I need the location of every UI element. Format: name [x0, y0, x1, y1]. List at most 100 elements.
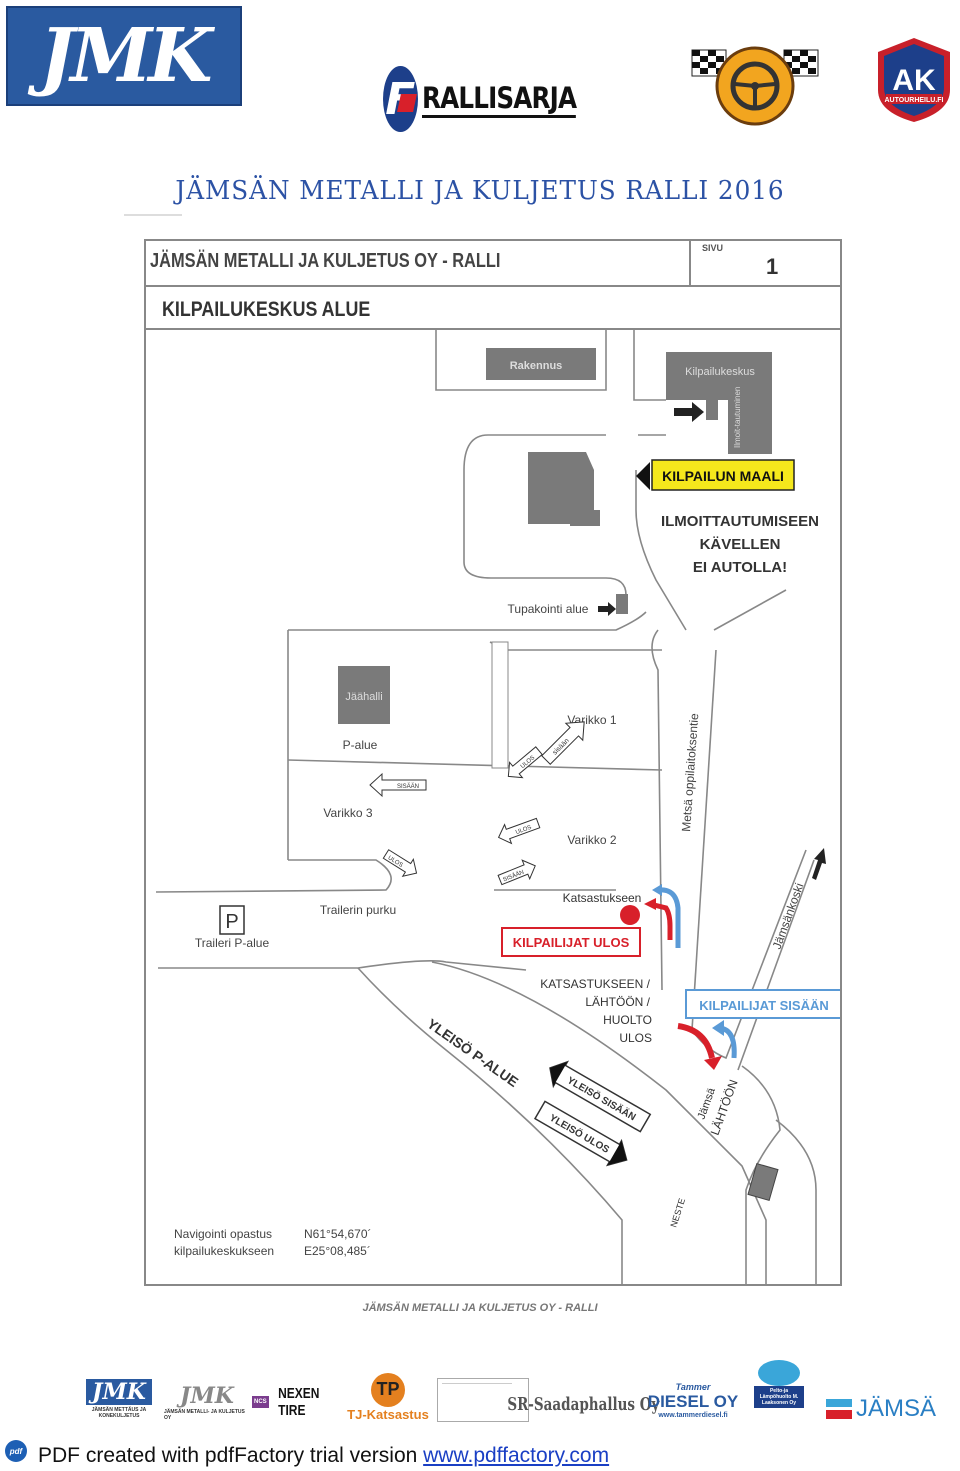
sponsor-diesel-t1: Tammer — [675, 1381, 711, 1392]
sponsor-sr-text: SR-Saadaphallus Oy — [507, 1393, 659, 1415]
maali-sign — [651, 459, 795, 491]
label-walk-1: ILMOITTAUTUMISEEN — [661, 513, 819, 530]
building-center — [528, 452, 600, 526]
building-neste — [747, 1162, 779, 1202]
trailer-road-bottom — [158, 960, 527, 971]
label-rakennus: Rakennus — [510, 360, 563, 372]
label-yleiso-p-alue: YLEISÖ P-ALUE — [424, 1015, 521, 1090]
label-walk-2: KÄVELLEN — [700, 536, 781, 553]
jamsa-flag-icon — [826, 1399, 852, 1419]
label-katsastukseen: Katsastukseen — [563, 891, 642, 905]
map-header-title: JÄMSÄN METALLI JA KULJETUS OY - RALLI — [150, 250, 501, 272]
label-kilpailukeskus: Kilpailukeskus — [685, 366, 755, 378]
label-traileri-p-alue: Traileri P-alue — [195, 936, 270, 950]
jamsankoski-road-right — [737, 859, 815, 1071]
sponsor-placeholder-box — [437, 1378, 529, 1422]
arrow-north-icon — [812, 848, 826, 880]
varikko-divider-building — [491, 641, 509, 769]
tj-katsastus-icon: TP — [371, 1372, 405, 1407]
jmk-logo-text: JMK — [39, 13, 212, 99]
page-label: SIVU — [702, 243, 724, 253]
label-kats-4: ULOS — [619, 1031, 652, 1045]
road-walk-right — [713, 589, 787, 631]
sponsor-jamsa: JÄMSÄ — [826, 1394, 936, 1424]
label-nav-1: Navigointi opastus — [174, 1227, 272, 1241]
sponsor-tj-katsastus: TP TJ-Katsastus — [338, 1372, 438, 1422]
label-neste: NESTE — [668, 1197, 687, 1229]
sponsor-nexen-badge: NCS — [252, 1396, 269, 1408]
jamsankoski-road-left — [691, 849, 807, 1060]
document-title: JÄMSÄN METALLI JA KULJETUS RALLI 2016 — [175, 176, 785, 206]
building-rakennus — [486, 348, 596, 380]
area-divider — [287, 759, 663, 771]
label-road-metsa: Metsä oppilaitoksentie — [679, 712, 701, 832]
label-varikko-2: Varikko 2 — [567, 833, 616, 847]
road-top-left — [435, 330, 607, 391]
arrow-sisaan-varikko3: SISÄÄN — [369, 772, 427, 798]
road-top-mid — [633, 330, 666, 401]
label-ilmoittautuminen: Ilmoit-tautuminen — [733, 387, 742, 448]
sponsor-jmk2-caption: JÄMSÄN METALLI- JA KULJETUS OY — [164, 1409, 245, 1421]
parking-sign — [219, 905, 245, 935]
pdf-note-text: PDF created with pdfFactory trial versio… — [38, 1444, 424, 1467]
sponsor-tammer-diesel: Tammer DIESEL OY www.tammerdiesel.fi — [638, 1380, 748, 1420]
map-header-divider — [689, 241, 691, 285]
kilpailijat-ulos-sign — [501, 927, 641, 957]
jamsan-ajat-logo — [691, 46, 819, 126]
label-coord-e: E25°08,485´ — [304, 1244, 371, 1258]
label-kats-3: HUOLTO — [603, 1013, 652, 1027]
label-coord-n: N61°54,670´ — [304, 1227, 372, 1241]
label-varikko-3: Varikko 3 — [323, 806, 372, 820]
sponsor-nexen-text: NEXEN TIRE — [277, 1385, 320, 1419]
sponsor-tj-text: TJ-Katsastus — [347, 1406, 429, 1422]
sponsor-jmk-kuljetus: JMK JÄMSÄN METALLI- JA KULJETUS OY — [164, 1383, 250, 1421]
arrow-sisaan-2: SISÄÄN — [497, 859, 536, 886]
arrow-right-icon — [674, 402, 704, 422]
loop-road — [463, 434, 627, 610]
building-jaahalli — [338, 666, 390, 724]
svg-text:ULOS: ULOS — [515, 825, 532, 836]
sponsor-jmk2-text: JMK — [180, 1383, 234, 1409]
checkered-flag-left-icon — [691, 49, 727, 77]
label-maali: KILPAILUN MAALI — [662, 468, 784, 484]
main-road-right-edge — [691, 649, 717, 1031]
sponsor-diesel-t2: DIESEL OY — [647, 1391, 739, 1411]
maali-arrow-icon — [636, 462, 650, 490]
tupakointi-shelter — [616, 594, 628, 614]
map-header — [146, 241, 840, 287]
public-parking-edge-right — [431, 961, 767, 1284]
rallisarja-logo-text: RALLISARJA — [421, 81, 577, 118]
autourheilu-logo: AK AUTOURHEILU.FI — [878, 38, 950, 122]
label-kilpailijat-sisaan: KILPAILIJAT SISÄÄN — [699, 998, 829, 1013]
label-p-alue: P-alue — [343, 738, 378, 752]
label-road-jamsankoski: Jämsänkoski — [770, 881, 807, 951]
pdf-note: PDF created with pdfFactory trial versio… — [38, 1444, 609, 1468]
map-subtitle: KILPAILUKESKUS ALUE — [162, 298, 371, 321]
sponsor-jmk-text: JMK — [86, 1379, 152, 1405]
pdffactory-link[interactable]: www.pdffactory.com — [423, 1444, 610, 1467]
page-number: 1 — [766, 254, 779, 279]
building-annex — [706, 400, 718, 420]
kilpailijat-sisaan-sign — [685, 989, 840, 1019]
trailer-road-top — [155, 859, 392, 893]
svg-text:SISÄÄN: SISÄÄN — [397, 783, 419, 790]
parking-sign-letter: P — [225, 911, 238, 933]
title-rule — [124, 214, 182, 216]
sponsor-pelto-text: Pelto-ja Lämpöhuolto M. Laaksonen Oy — [754, 1386, 804, 1408]
sponsor-sr: SR-Saadaphallus Oy — [507, 1390, 659, 1418]
svg-text:YLEISÖ SISÄÄN: YLEISÖ SISÄÄN — [565, 1073, 638, 1123]
tupakointi-arrow-icon — [598, 602, 616, 616]
sponsor-jmk: JMK JÄMSÄN METTÄUS JA KONEKULJETUS — [80, 1378, 158, 1420]
sponsor-jamsa-text: JÄMSÄ — [855, 1395, 936, 1422]
water-drop-icon — [758, 1360, 800, 1386]
arrow-ulos-2: ULOS — [497, 817, 541, 845]
building-kilpailukeskus — [666, 352, 772, 454]
arrow-sisaan-1: sisään — [541, 721, 585, 765]
sponsor-diesel-t3: www.tammerdiesel.fi — [658, 1411, 728, 1419]
sponsor-jmk-caption: JÄMSÄN METTÄUS JA KONEKULJETUS — [91, 1407, 147, 1419]
arrow-ulos-3: ULOS — [382, 849, 418, 878]
pdf-icon: pdf — [5, 1440, 27, 1462]
jmk-logo: JMK — [6, 6, 242, 106]
label-lahtoon: LÄHTÖÖN — [708, 1078, 741, 1137]
label-jaahalli: Jäähalli — [345, 691, 382, 703]
